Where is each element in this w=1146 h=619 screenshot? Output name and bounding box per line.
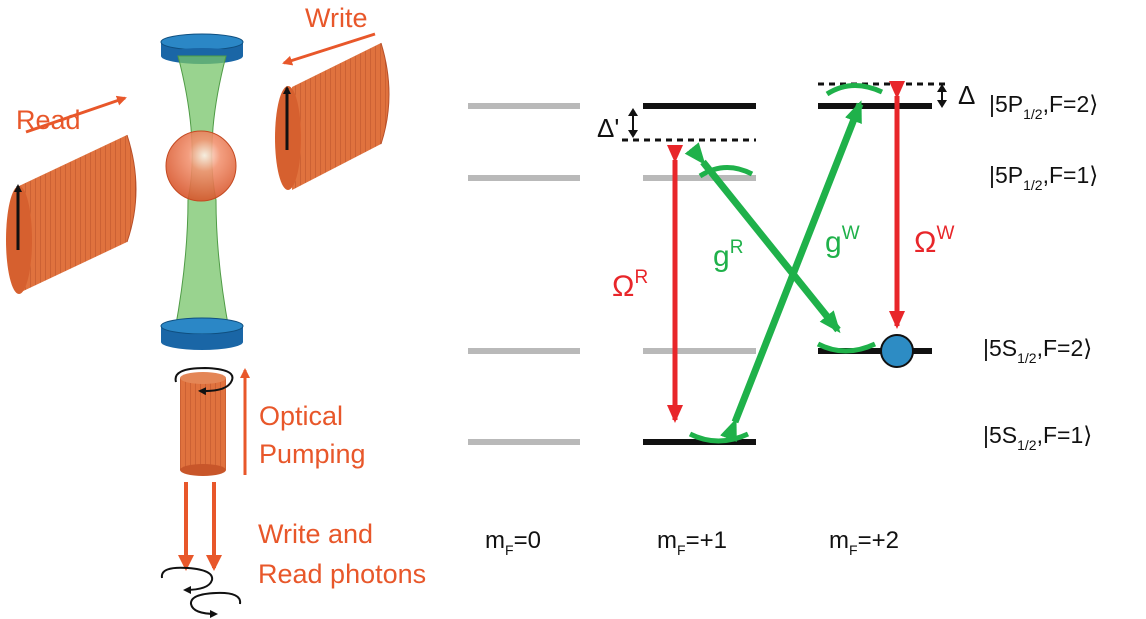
write-arrow — [282, 32, 376, 66]
cavity-setup — [6, 33, 390, 476]
optical-pumping-beam — [174, 366, 234, 476]
mf-label-1: mF=+1 — [657, 527, 727, 558]
omega-w-label: ΩW — [914, 223, 954, 259]
read-beam — [6, 134, 137, 294]
level-label-s2: |5S1/2,F=2⟩ — [983, 335, 1092, 366]
delta-label: Δ — [958, 80, 975, 110]
mf-label-2: mF=+2 — [829, 527, 899, 558]
photons-label-1: Write and — [258, 519, 373, 549]
delta-prime-label: Δ' — [597, 113, 619, 143]
mf0-levels — [468, 103, 580, 445]
write-label: Write — [305, 3, 368, 33]
pumping-label-2: Pumping — [259, 439, 366, 469]
read-label: Read — [16, 105, 81, 135]
delta-prime-marker — [628, 108, 638, 138]
delta-marker — [937, 84, 947, 108]
polarization-circle-icon — [190, 591, 242, 618]
g-w-label: gW — [825, 223, 860, 259]
atomic-ensemble — [165, 130, 237, 202]
bottom-mirror — [160, 317, 244, 350]
pumping-label-1: Optical — [259, 401, 343, 431]
arc-write-bottom — [816, 341, 877, 354]
active-levels — [643, 103, 932, 445]
photons-label-2: Read photons — [258, 559, 426, 589]
write-beam — [275, 42, 390, 190]
polarization-circle-icon — [160, 566, 214, 594]
polarization-circle-icon — [174, 366, 234, 396]
level-label-p1: |5P1/2,F=1⟩ — [989, 162, 1098, 193]
level-label-s1: |5S1/2,F=1⟩ — [983, 422, 1092, 453]
arc-read-top — [698, 165, 754, 179]
g-w-arrow — [720, 100, 864, 443]
mf-label-0: mF=0 — [485, 527, 541, 558]
g-r-label: gR — [713, 237, 743, 273]
omega-r-label: ΩR — [612, 267, 648, 303]
read-arrow — [25, 95, 127, 134]
level-label-p2: |5P1/2,F=2⟩ — [989, 91, 1098, 122]
arc-write-top — [825, 83, 884, 97]
arc-read-bottom — [688, 431, 750, 444]
atom-population — [880, 334, 914, 368]
